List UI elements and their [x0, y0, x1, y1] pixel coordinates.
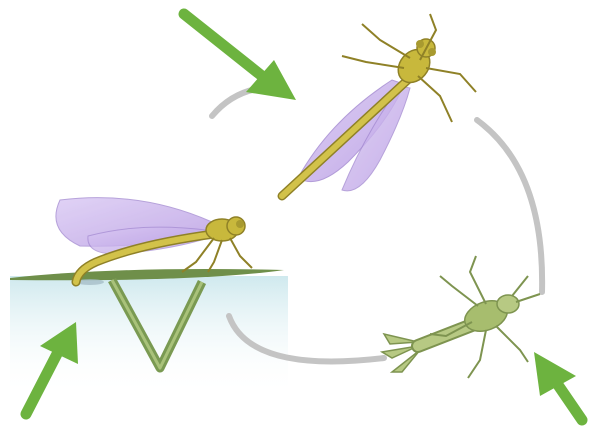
arrow-to-adult-icon [184, 14, 296, 100]
nymph-icon [382, 256, 540, 378]
adult-damselfly-icon [282, 14, 476, 196]
water-area [10, 276, 288, 396]
arrow-to-nymph-icon [534, 352, 582, 420]
cycle-arc-right [477, 120, 542, 292]
